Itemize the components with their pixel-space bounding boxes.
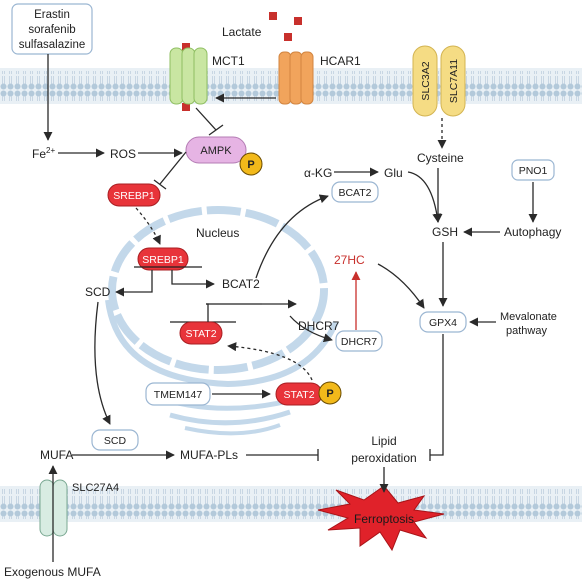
arrow-stat2-translocation <box>227 342 313 381</box>
bcat2-gene-label: BCAT2 <box>222 277 260 291</box>
dhcr7-protein-box: DHCR7 <box>335 330 383 352</box>
inhibit-mct1-ampk <box>195 107 217 131</box>
arrow-bcat2-gene-to-protein <box>255 194 329 279</box>
link-stat2-dhcr7 <box>206 303 209 322</box>
hcar1-label: HCAR1 <box>320 54 361 68</box>
mevalonate-line2: pathway <box>506 325 547 337</box>
arrow-dhcr7-gene-to-protein <box>289 315 333 343</box>
gpx4-box: GPX4 <box>419 311 467 333</box>
akg-label: α-KG <box>304 166 332 180</box>
svg-text:PNO1: PNO1 <box>519 165 548 177</box>
inhibit-gpx4-lipid <box>430 334 444 456</box>
svg-text:P: P <box>247 159 254 171</box>
exogenous-mufa-label: Exogenous MUFA <box>4 565 101 579</box>
inhibit-mct1-ampk-bar <box>208 124 224 136</box>
arrow-scd-to-scd-protein <box>94 301 111 425</box>
ferroptosis-burst: Ferroptosis <box>317 485 445 552</box>
svg-text:SREBP1: SREBP1 <box>113 190 155 202</box>
ferroptosis-label: Ferroptosis <box>354 512 414 526</box>
ampk-phospho-badge: P <box>239 152 263 176</box>
mevalonate-line1: Mevalonate <box>500 311 557 323</box>
lactate-label: Lactate <box>222 25 262 39</box>
inhibit-ampk-srebp1-bar <box>153 179 167 190</box>
drug-sulfasalazine: sulfasalazine <box>19 39 85 51</box>
drug-sorafenib: sorafenib <box>28 24 75 36</box>
arrows <box>43 54 538 562</box>
dhcr7-gene-label: DHCR7 <box>298 319 340 333</box>
svg-text:TMEM147: TMEM147 <box>154 389 203 401</box>
nucleus <box>105 206 339 436</box>
inhibit-ampk-srebp1 <box>159 151 187 185</box>
bottom-membrane <box>0 486 582 522</box>
svg-text:DHCR7: DHCR7 <box>341 336 377 348</box>
drug-box: Erastin sorafenib sulfasalazine <box>11 3 93 55</box>
svg-text:GPX4: GPX4 <box>429 317 457 329</box>
scd-protein-box: SCD <box>91 429 139 451</box>
ampk-label: AMPK <box>200 145 232 157</box>
slc3a2-transporter: SLC3A2 <box>412 45 438 117</box>
ampk-node: AMPK <box>185 136 247 164</box>
mufa-pls-label: MUFA-PLs <box>180 448 238 462</box>
arrow-srebp1-to-bcat2 <box>171 270 215 289</box>
fe-label: Fe2+ <box>32 146 55 161</box>
svg-text:P: P <box>326 388 333 400</box>
arrow-glu-to-gsh <box>407 171 442 223</box>
svg-text:STAT2: STAT2 <box>185 328 216 340</box>
scd-left-label: SCD <box>85 285 111 299</box>
bcat2-protein-box: BCAT2 <box>331 181 379 203</box>
nucleus-label: Nucleus <box>196 226 239 240</box>
svg-text:SREBP1: SREBP1 <box>142 254 184 266</box>
slc7a11-label: SLC7A11 <box>448 59 460 103</box>
hcar1-receptor <box>278 51 314 105</box>
slc3a2-label: SLC3A2 <box>420 61 432 100</box>
mct1-transporter <box>169 47 208 105</box>
lipid-label-line2: peroxidation <box>351 451 416 465</box>
svg-text:STAT2: STAT2 <box>283 389 314 401</box>
glu-label: Glu <box>384 166 403 180</box>
lipid-label-line1: Lipid <box>371 434 396 448</box>
ros-label: ROS <box>110 147 136 161</box>
svg-text:BCAT2: BCAT2 <box>338 187 371 199</box>
arrow-srebp1-to-scd <box>115 270 153 297</box>
hc27-label: 27HC <box>334 253 365 267</box>
drug-erastin: Erastin <box>34 9 70 21</box>
gsh-label: GSH <box>432 225 458 239</box>
srebp1-nucleus-node: SREBP1 <box>137 247 189 271</box>
srebp1-cytoplasm-node: SREBP1 <box>107 183 161 207</box>
stat2-nucleus-node: STAT2 <box>179 321 223 345</box>
pno1-box: PNO1 <box>511 159 555 181</box>
slc27a4-label: SLC27A4 <box>72 482 119 494</box>
arrow-27hc-to-gpx4 <box>377 263 425 309</box>
stat2-phospho-badge: P <box>318 381 342 405</box>
autophagy-label: Autophagy <box>504 225 561 239</box>
cysteine-label: Cysteine <box>417 151 464 165</box>
mct1-label: MCT1 <box>212 54 245 68</box>
mufa-label: MUFA <box>40 448 73 462</box>
tmem147-box: TMEM147 <box>145 382 211 406</box>
svg-text:SCD: SCD <box>104 435 127 447</box>
slc7a11-transporter: SLC7A11 <box>440 45 466 117</box>
stat2-phospho-node: STAT2 <box>275 382 323 406</box>
